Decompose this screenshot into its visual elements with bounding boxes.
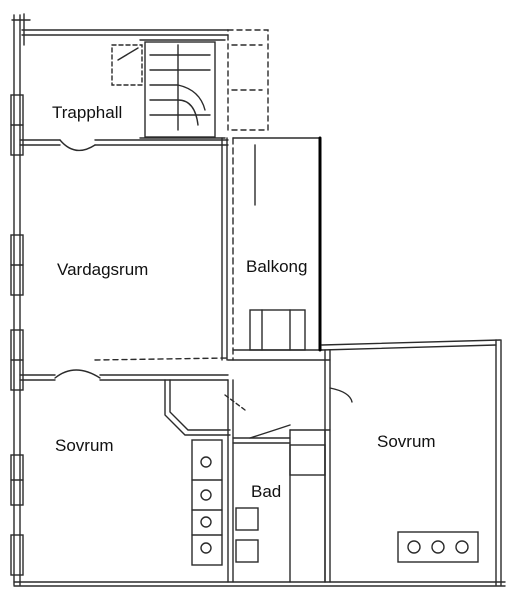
room-label-balkong: Balkong <box>246 257 308 276</box>
inner-hall <box>164 359 331 583</box>
room-label-sovrum-left: Sovrum <box>55 436 114 455</box>
outer-walls <box>11 13 506 587</box>
room-label-bad: Bad <box>251 482 282 501</box>
stairwell <box>111 39 226 139</box>
windows-left <box>10 94 24 576</box>
room-label-vardagsrum: Vardagsrum <box>57 260 149 279</box>
closets <box>191 439 223 566</box>
entry-corridor <box>227 29 269 131</box>
central-wall <box>221 137 234 361</box>
room-label-sovrum-right: Sovrum <box>377 432 436 451</box>
balcony <box>232 137 323 351</box>
bathroom <box>232 424 331 583</box>
room-label-trapphall: Trapphall <box>52 103 123 122</box>
vardagsrum-sovrum-wall <box>19 357 229 381</box>
trapphall-wall <box>19 139 229 152</box>
sovrum-right-walls <box>324 349 479 583</box>
